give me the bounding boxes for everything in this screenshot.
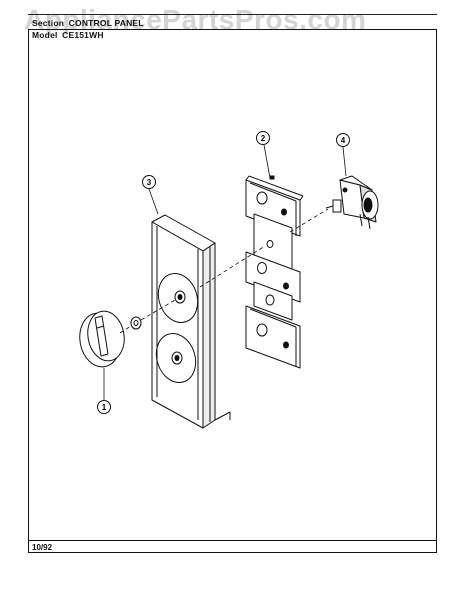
callout-3-label: 3 <box>147 178 152 187</box>
mounting-bracket-part <box>245 175 304 369</box>
callout-1: 1 <box>97 400 111 414</box>
section-header: Section CONTROL PANEL <box>32 18 144 28</box>
timer-switch-part <box>325 175 379 230</box>
footer-rule <box>28 540 437 541</box>
model-label: Model <box>32 30 58 40</box>
callout-4-label: 4 <box>341 136 346 145</box>
assembly-lines <box>119 208 329 334</box>
callout-4: 4 <box>336 133 350 147</box>
revision-date: 10/92 <box>32 543 53 552</box>
callout-2: 2 <box>256 131 270 145</box>
callout-3: 3 <box>142 175 156 189</box>
model-value: CE151WH <box>62 30 104 40</box>
model-header: Model CE151WH <box>32 30 104 40</box>
section-label: Section <box>32 18 65 28</box>
washer-part <box>130 316 142 330</box>
diagram-frame <box>28 29 437 553</box>
control-panel-part <box>151 214 231 429</box>
callout-2-label: 2 <box>261 134 266 143</box>
section-value: CONTROL PANEL <box>68 18 144 28</box>
header-rule <box>28 14 437 15</box>
callout-1-label: 1 <box>102 403 107 412</box>
knob-part <box>79 310 125 368</box>
